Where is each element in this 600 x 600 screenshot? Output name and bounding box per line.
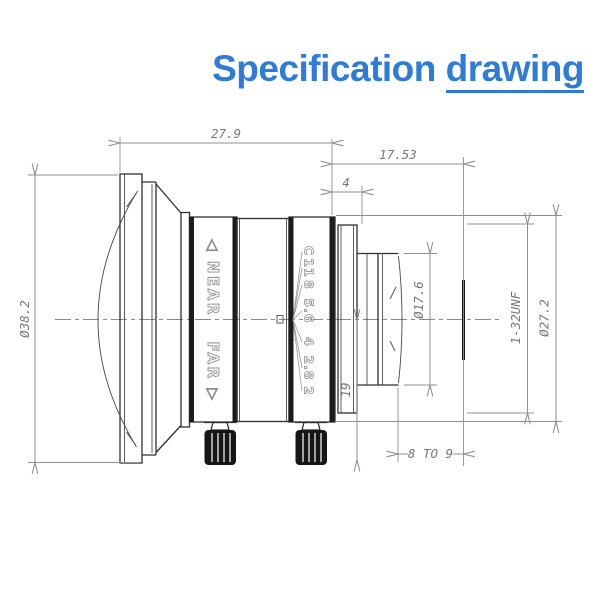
dim-rear-length-label: 17.53 bbox=[379, 147, 417, 162]
dimensions: 27.9 17.53 4 Ø38.2 Ø17.6 1-32UNF bbox=[17, 126, 562, 475]
dim-mount-diameter: Ø27.2 bbox=[537, 203, 560, 434]
dim-flange-distance-label: 8 TO 9 bbox=[408, 446, 453, 461]
dim-rear-length: 17.53 bbox=[320, 147, 476, 168]
focus-ring: ◁ NEAR FAR ▷ bbox=[188, 216, 238, 423]
dim-flange-distance: 8 TO 9 bbox=[386, 446, 476, 461]
aperture-label-5-6: 5.6 bbox=[302, 298, 317, 323]
focus-far-engraving: FAR ▷ bbox=[204, 342, 222, 403]
rear-glass-shine bbox=[389, 286, 397, 352]
dim-rear-element-diameter-label: Ø17.6 bbox=[411, 281, 426, 319]
dim-thread-length: 4 bbox=[320, 175, 374, 196]
front-glass-shine bbox=[126, 192, 137, 446]
aperture-label-4: 4 bbox=[302, 337, 317, 347]
focus-near-engraving: ◁ NEAR bbox=[204, 239, 222, 317]
dim-mount-diameter-label: Ø27.2 bbox=[537, 299, 552, 337]
focus-ring-grip-band bbox=[189, 217, 194, 422]
aperture-label-2-8: 2.8 bbox=[302, 355, 317, 380]
dim-rear-offset-label: 19 bbox=[338, 382, 353, 397]
front-lens-group bbox=[97, 173, 191, 464]
dim-mount-thread-spec: 1-32UNF bbox=[508, 212, 531, 425]
thumb-screw-left bbox=[204, 421, 237, 465]
focus-ring-grip-band bbox=[232, 217, 237, 422]
rear-glass-curve bbox=[398, 255, 403, 384]
page-title: Specification drawing bbox=[212, 48, 585, 93]
thumb-screw-right bbox=[295, 421, 328, 465]
dim-overall-length-label: 27.9 bbox=[211, 126, 241, 141]
aperture-leader-lines bbox=[292, 251, 303, 392]
aperture-ring-grip-band bbox=[329, 217, 335, 422]
title-underlined-word: drawing bbox=[445, 48, 585, 93]
middle-ring bbox=[236, 217, 290, 423]
rear-lens-barrel bbox=[357, 252, 403, 386]
dim-overall-length: 27.9 bbox=[108, 126, 344, 147]
dim-front-diameter-label: Ø38.2 bbox=[17, 300, 32, 338]
dim-front-diameter: Ø38.2 bbox=[17, 163, 39, 475]
aperture-label-c: C bbox=[302, 246, 317, 256]
aperture-label-8: 8 bbox=[302, 280, 317, 290]
aperture-label-11: 11 bbox=[302, 258, 317, 277]
dim-rear-offset: 19 bbox=[338, 308, 361, 472]
title-prefix: Specification bbox=[212, 48, 436, 89]
front-glass-curve bbox=[97, 190, 138, 448]
dim-thread-length-label: 4 bbox=[342, 175, 350, 190]
knurl-ridges bbox=[302, 433, 322, 462]
dim-mount-thread-spec-label: 1-32UNF bbox=[508, 291, 523, 344]
aperture-label-2: 2 bbox=[302, 386, 317, 396]
aperture-ring: C 11 8 5.6 4 2.8 2 bbox=[288, 216, 336, 423]
dim-rear-element-diameter: Ø17.6 bbox=[411, 241, 434, 397]
aperture-ring-grip-band bbox=[289, 217, 294, 422]
knurl-ridges bbox=[211, 433, 231, 462]
aperture-index-mark bbox=[276, 315, 284, 324]
